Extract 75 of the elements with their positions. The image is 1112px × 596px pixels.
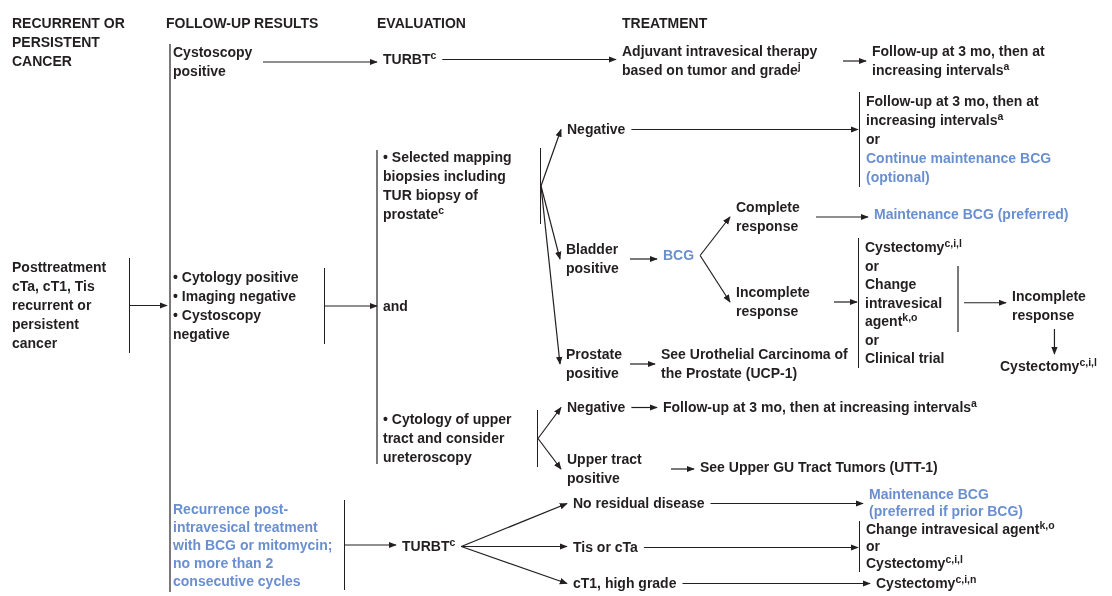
step-label: Prostate positive — [566, 345, 624, 383]
arrow — [699, 216, 731, 257]
arrow — [670, 465, 695, 473]
arrow — [460, 502, 568, 548]
step-text: • Cytology positive — [173, 268, 300, 287]
step-label: See Urothelial Carcinoma of the Prostate (UCP-1) — [661, 345, 851, 383]
step-label: Maintenance BCG (preferred) — [874, 205, 1069, 224]
bracket-group — [173, 268, 325, 344]
step-text: Clinical trial — [865, 349, 946, 368]
column-header: RECURRENT OR PERSISTENT CANCER — [12, 14, 126, 71]
step-label: See Upper GU Tract Tumors (UTT-1) — [700, 458, 938, 477]
arrow — [540, 185, 563, 365]
arrow — [1051, 328, 1058, 355]
arrow — [537, 406, 562, 440]
arrow — [963, 299, 1007, 306]
arrow — [629, 255, 658, 263]
step-label: No residual disease — [573, 494, 705, 513]
column-header: FOLLOW-UP RESULTS — [166, 14, 319, 33]
bracketed-step: • Selected mapping biopsies including TUR biopsy of prostate$^{c}$ — [383, 148, 541, 224]
step-text: Cystectomy$^{c,i,l}$ — [866, 555, 964, 572]
bracket-group — [859, 521, 1055, 572]
step-label: and — [383, 297, 408, 316]
bracketed-step: • Cytology of upper tract and consider ureteroscopy — [383, 410, 538, 467]
step-label: Follow-up at 3 mo, then at increasing intervals$^{a}$ — [663, 398, 977, 417]
step-label: Complete response — [736, 198, 810, 236]
step-label: Negative — [567, 120, 626, 139]
step-label: cT1, high grade — [573, 574, 677, 593]
step-label: Cystectomy$^{c,i,n}$ — [876, 574, 977, 593]
arrow — [262, 58, 378, 66]
bracketed-step: Posttreatment cTa, cT1, Tis recurrent or persistent cancer — [12, 258, 130, 353]
arrow — [681, 580, 871, 587]
step-label: Upper tract positive — [567, 450, 665, 488]
step-label: Cystectomy$^{c,i,l}$ — [1000, 357, 1097, 376]
arrow — [129, 302, 168, 309]
step-label: Tis or cTa — [573, 538, 638, 557]
step-label: Adjuvant intravesical therapy based on tumor and grade$^{j}$ — [622, 42, 837, 80]
arrow — [324, 302, 378, 310]
step-text: Change intravesical agent$^{k,o}$ — [866, 521, 1055, 538]
arrow — [460, 545, 568, 585]
arrow — [441, 56, 617, 63]
step-label: Incomplete response — [1012, 287, 1104, 325]
column-header: EVALUATION — [377, 14, 466, 33]
arrow — [709, 500, 864, 507]
step-text: Continue maintenance BCG (optional) — [866, 149, 1053, 187]
step-text: or — [865, 330, 880, 349]
column-header: TREATMENT — [622, 14, 708, 33]
step-label: TURBT$^{c}$ — [383, 50, 437, 69]
step-text: or — [866, 130, 881, 149]
step-label: Maintenance BCG (preferred if prior BCG) — [869, 486, 1041, 520]
arrow — [537, 437, 562, 470]
step-text: Change intravesical agent$^{k,o}$ — [865, 275, 944, 331]
step-label: Cystoscopy positive — [173, 43, 257, 81]
step-text: • Imaging negative — [173, 287, 298, 306]
arrow — [833, 298, 858, 306]
step-text: or — [866, 538, 881, 555]
arrow — [643, 544, 859, 551]
arrow — [460, 543, 568, 550]
step-label: Bladder positive — [566, 240, 624, 278]
arrow — [842, 57, 867, 65]
arrow — [344, 541, 397, 549]
step-text: • Cystoscopy negative — [173, 306, 263, 344]
step-label: BCG — [663, 246, 695, 265]
step-label: Negative — [567, 398, 626, 417]
step-label: Follow-up at 3 mo, then at increasing intervals$^{a}$ — [872, 42, 1097, 80]
arrow — [815, 213, 869, 221]
step-label: TURBT$^{c}$ — [402, 537, 456, 556]
arrow — [699, 254, 731, 303]
step-text: Follow-up at 3 mo, then at increasing intervals$^{a}$ — [866, 92, 1040, 130]
step-text: or — [865, 256, 880, 275]
arrow — [629, 360, 656, 368]
arrow — [630, 126, 859, 133]
arrow — [630, 404, 658, 411]
arrow — [540, 128, 562, 187]
bracketed-step: Recurrence post-intravesical treatment with BCG or mitomycin; no more than 2 consecutive cycles — [173, 500, 345, 590]
step-label: Incomplete response — [736, 283, 828, 321]
